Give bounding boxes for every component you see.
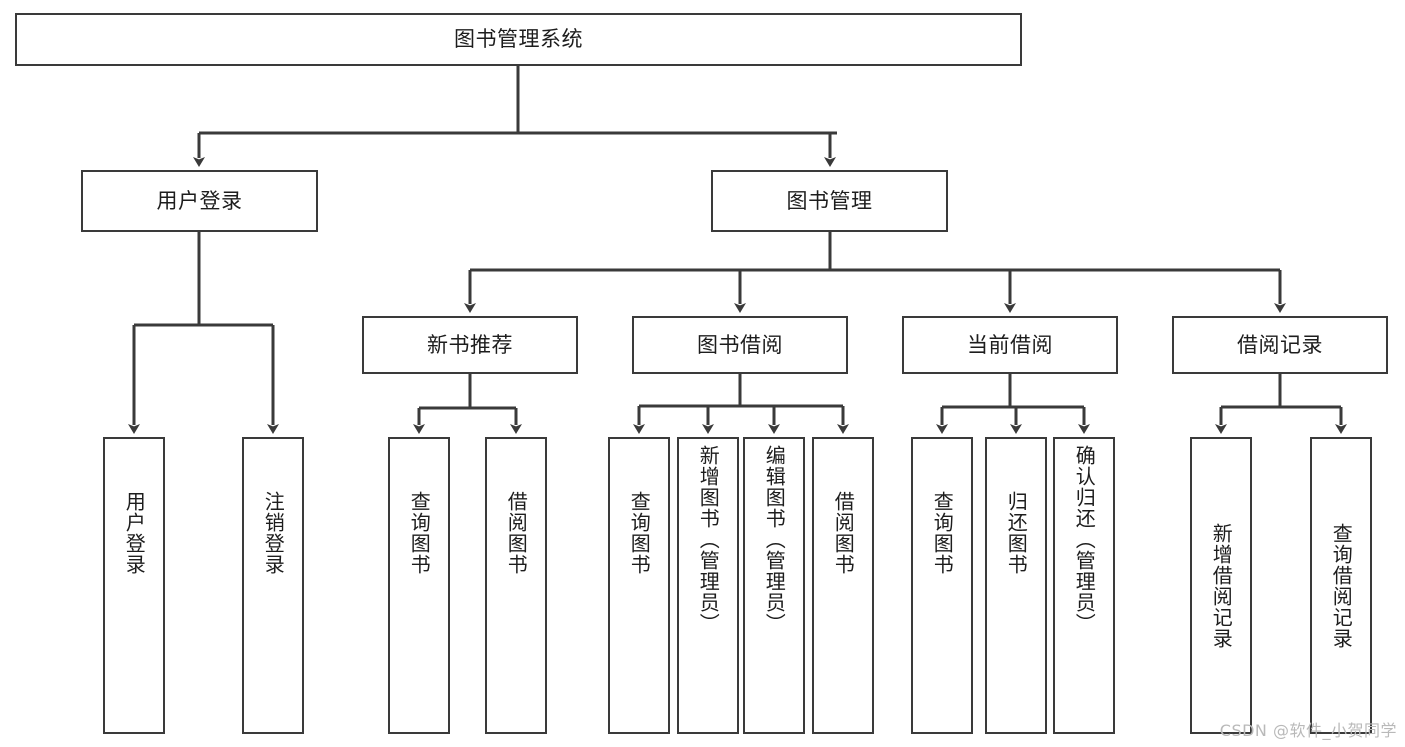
node-new-book-recommend-label: 新书推荐 (427, 332, 513, 357)
leaf-node-label: 查询借阅记录 (1329, 523, 1354, 649)
leaf-node-label: 新增借阅记录 (1209, 523, 1234, 649)
leaf-node[interactable]: 借阅图书 (485, 437, 547, 734)
leaf-node[interactable]: 查询图书 (388, 437, 450, 734)
node-new-book-recommend[interactable]: 新书推荐 (362, 316, 578, 374)
node-current-borrow[interactable]: 当前借阅 (902, 316, 1118, 374)
leaf-node[interactable]: 新增图书（管理员） (677, 437, 739, 734)
node-book-management-label: 图书管理 (786, 188, 873, 213)
leaf-node-label: 借阅图书 (504, 491, 529, 575)
node-book-borrow-label: 图书借阅 (697, 332, 783, 357)
leaf-node[interactable]: 编辑图书（管理员） (743, 437, 805, 734)
node-user-login-label: 用户登录 (156, 188, 243, 213)
leaf-node[interactable]: 查询图书 (608, 437, 670, 734)
leaf-node[interactable]: 查询借阅记录 (1310, 437, 1372, 734)
leaf-node-label: 查询图书 (407, 491, 432, 575)
leaf-node-label: 查询图书 (627, 491, 652, 575)
leaf-node[interactable]: 归还图书 (985, 437, 1047, 734)
node-borrow-records[interactable]: 借阅记录 (1172, 316, 1388, 374)
leaf-node[interactable]: 查询图书 (911, 437, 973, 734)
leaf-node-label: 借阅图书 (831, 491, 856, 575)
leaf-node-label: 注销登录 (261, 491, 286, 575)
watermark-text: CSDN @软件_小贺同学 (1219, 721, 1397, 740)
node-book-borrow[interactable]: 图书借阅 (632, 316, 848, 374)
node-user-login[interactable]: 用户登录 (81, 170, 318, 232)
leaf-node-label: 用户登录 (122, 491, 147, 575)
node-current-borrow-label: 当前借阅 (967, 332, 1053, 357)
leaf-node-label: 归还图书 (1004, 491, 1029, 575)
leaf-node[interactable]: 用户登录 (103, 437, 165, 734)
leaf-node-label: 编辑图书（管理员） (762, 445, 787, 634)
node-borrow-records-label: 借阅记录 (1237, 332, 1323, 357)
leaf-node-label: 查询图书 (930, 491, 955, 575)
node-root[interactable]: 图书管理系统 (15, 13, 1022, 66)
leaf-node[interactable]: 新增借阅记录 (1190, 437, 1252, 734)
node-root-label: 图书管理系统 (454, 27, 583, 51)
leaf-node[interactable]: 注销登录 (242, 437, 304, 734)
leaf-node-label: 新增图书（管理员） (696, 445, 721, 634)
leaf-node-label: 确认归还（管理员） (1072, 445, 1097, 634)
node-book-management[interactable]: 图书管理 (711, 170, 948, 232)
leaf-node[interactable]: 借阅图书 (812, 437, 874, 734)
leaf-node[interactable]: 确认归还（管理员） (1053, 437, 1115, 734)
